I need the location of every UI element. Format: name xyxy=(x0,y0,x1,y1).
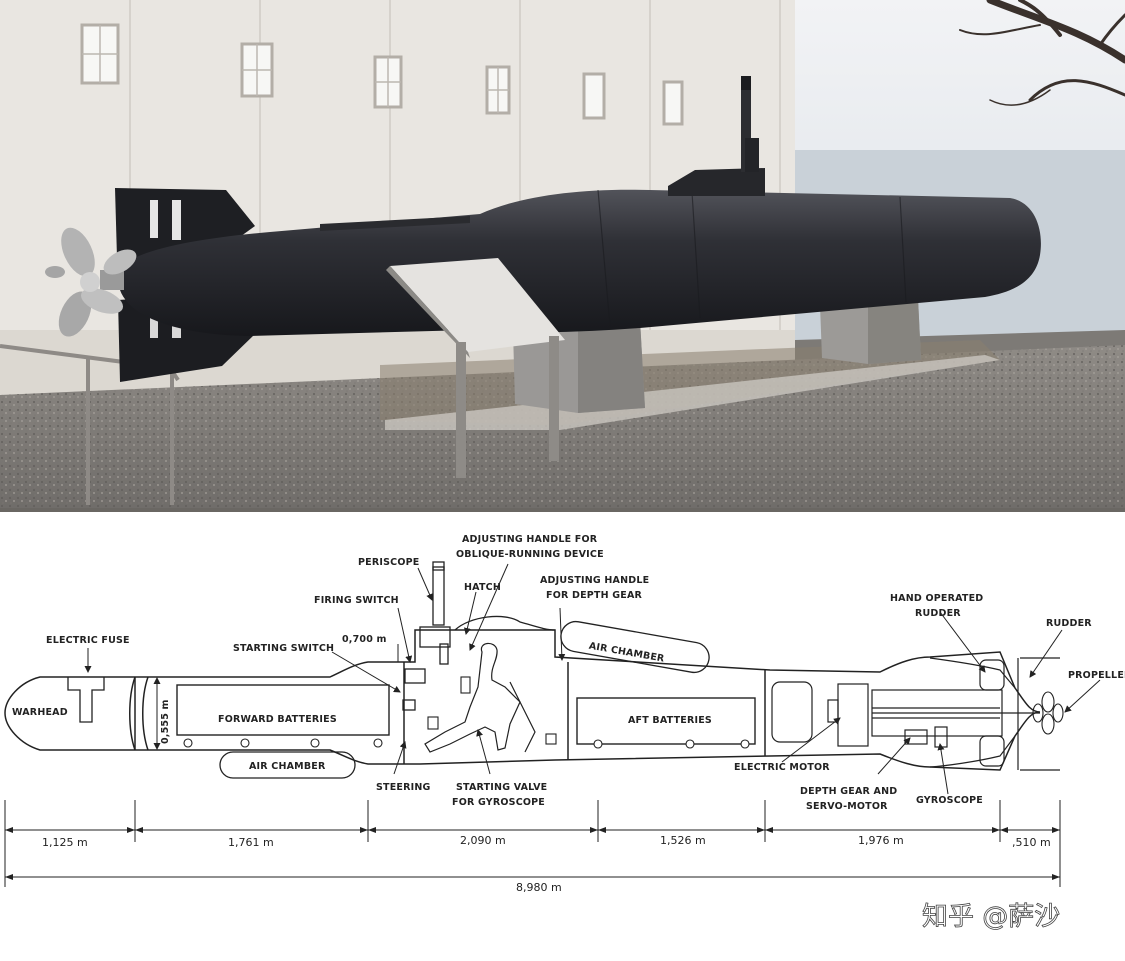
label-dim-700: 0,700 m xyxy=(342,634,387,645)
label-depth-handle-2: FOR DEPTH GEAR xyxy=(546,590,643,601)
forward-batteries-block xyxy=(176,684,390,748)
label-forward-batteries: FORWARD BATTERIES xyxy=(218,714,337,725)
dim-segment-4: 1,526 m xyxy=(660,834,706,847)
dimension-lines xyxy=(4,800,1061,887)
watermark-text: 知乎 @萨沙 xyxy=(922,902,1060,932)
cutaway-diagram: PERISCOPE ADJUSTING HANDLE FOR OBLIQUE-R… xyxy=(0,512,1125,961)
periscope-mast xyxy=(668,76,765,196)
air-chamber-lower xyxy=(219,751,356,779)
label-gyroscope: GYROSCOPE xyxy=(916,795,983,806)
label-starting-valve-1: STARTING VALVE xyxy=(456,782,547,793)
label-propeller: PROPELLER xyxy=(1068,670,1125,681)
dim-segment-2: 1,761 m xyxy=(228,836,274,849)
label-depth-gear-2: SERVO-MOTOR xyxy=(806,801,888,812)
label-depth-handle-1: ADJUSTING HANDLE xyxy=(540,575,649,586)
dim-segment-1: 1,125 m xyxy=(42,836,88,849)
info-sign xyxy=(386,258,565,478)
dim-total: 8,980 m xyxy=(516,881,562,894)
hull-outline xyxy=(4,629,1041,771)
label-hand-rudder-1: HAND OPERATED xyxy=(890,593,983,604)
label-aft-batteries: AFT BATTERIES xyxy=(628,715,712,726)
propeller xyxy=(45,227,137,337)
label-periscope: PERISCOPE xyxy=(358,557,419,568)
label-oblique-handle-1: ADJUSTING HANDLE FOR xyxy=(462,534,598,545)
label-firing-switch: FIRING SWITCH xyxy=(314,595,399,606)
dim-segment-6: ,510 m xyxy=(1012,836,1051,849)
label-electric-fuse: ELECTRIC FUSE xyxy=(46,635,130,646)
diagram-propeller xyxy=(1032,691,1064,735)
pilot-figure xyxy=(424,642,521,753)
label-air-chamber-lower: AIR CHAMBER xyxy=(249,761,326,772)
label-starting-switch: STARTING SWITCH xyxy=(233,643,334,654)
submarine-photo xyxy=(0,0,1125,512)
dim-segment-5: 1,976 m xyxy=(858,834,904,847)
label-starting-valve-2: FOR GYROSCOPE xyxy=(452,797,545,808)
label-depth-gear-1: DEPTH GEAR AND xyxy=(800,786,897,797)
label-warhead: WARHEAD xyxy=(12,707,68,718)
label-hand-rudder-2: RUDDER xyxy=(915,608,961,619)
tree-branches xyxy=(959,0,1125,106)
leader-lines xyxy=(84,563,1101,795)
aft-batteries-block xyxy=(545,697,756,749)
label-electric-motor: ELECTRIC MOTOR xyxy=(734,762,830,773)
label-oblique-handle-2: OBLIQUE-RUNNING DEVICE xyxy=(456,549,604,560)
dim-segment-3: 2,090 m xyxy=(460,834,506,847)
concrete-cradles xyxy=(513,298,921,413)
label-dim-555: 0,555 m xyxy=(160,699,171,744)
label-hatch: HATCH xyxy=(464,582,501,593)
label-steering: STEERING xyxy=(376,782,431,793)
label-rudder: RUDDER xyxy=(1046,618,1092,629)
